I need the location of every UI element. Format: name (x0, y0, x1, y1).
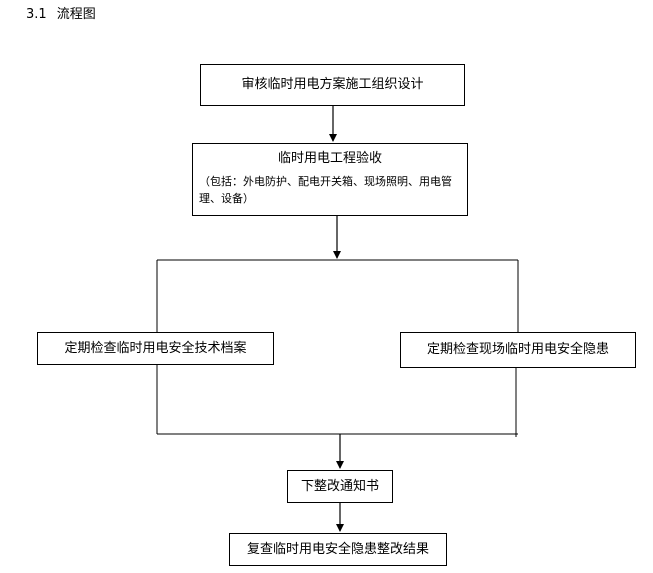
section-title: 流程图 (56, 7, 96, 22)
section-number: 3.1 (26, 7, 47, 22)
step-review-plan: 审核临时用电方案施工组织设计 (200, 64, 465, 106)
section-heading: 3.1 流程图 (26, 6, 96, 24)
step-check-records: 定期检查临时用电安全技术档案 (37, 332, 274, 365)
step-check-site: 定期检查现场临时用电安全隐患 (400, 332, 636, 368)
step-acceptance-title: 临时用电工程验收 (277, 151, 382, 166)
step-rectification-notice: 下整改通知书 (287, 470, 393, 503)
step-acceptance: 临时用电工程验收 （包括：外电防护、配电开关箱、现场照明、用电管理、设备） (192, 143, 468, 216)
step-recheck-results: 复查临时用电安全隐患整改结果 (229, 533, 447, 566)
step-acceptance-detail: （包括：外电防护、配电开关箱、现场照明、用电管理、设备） (199, 175, 452, 205)
